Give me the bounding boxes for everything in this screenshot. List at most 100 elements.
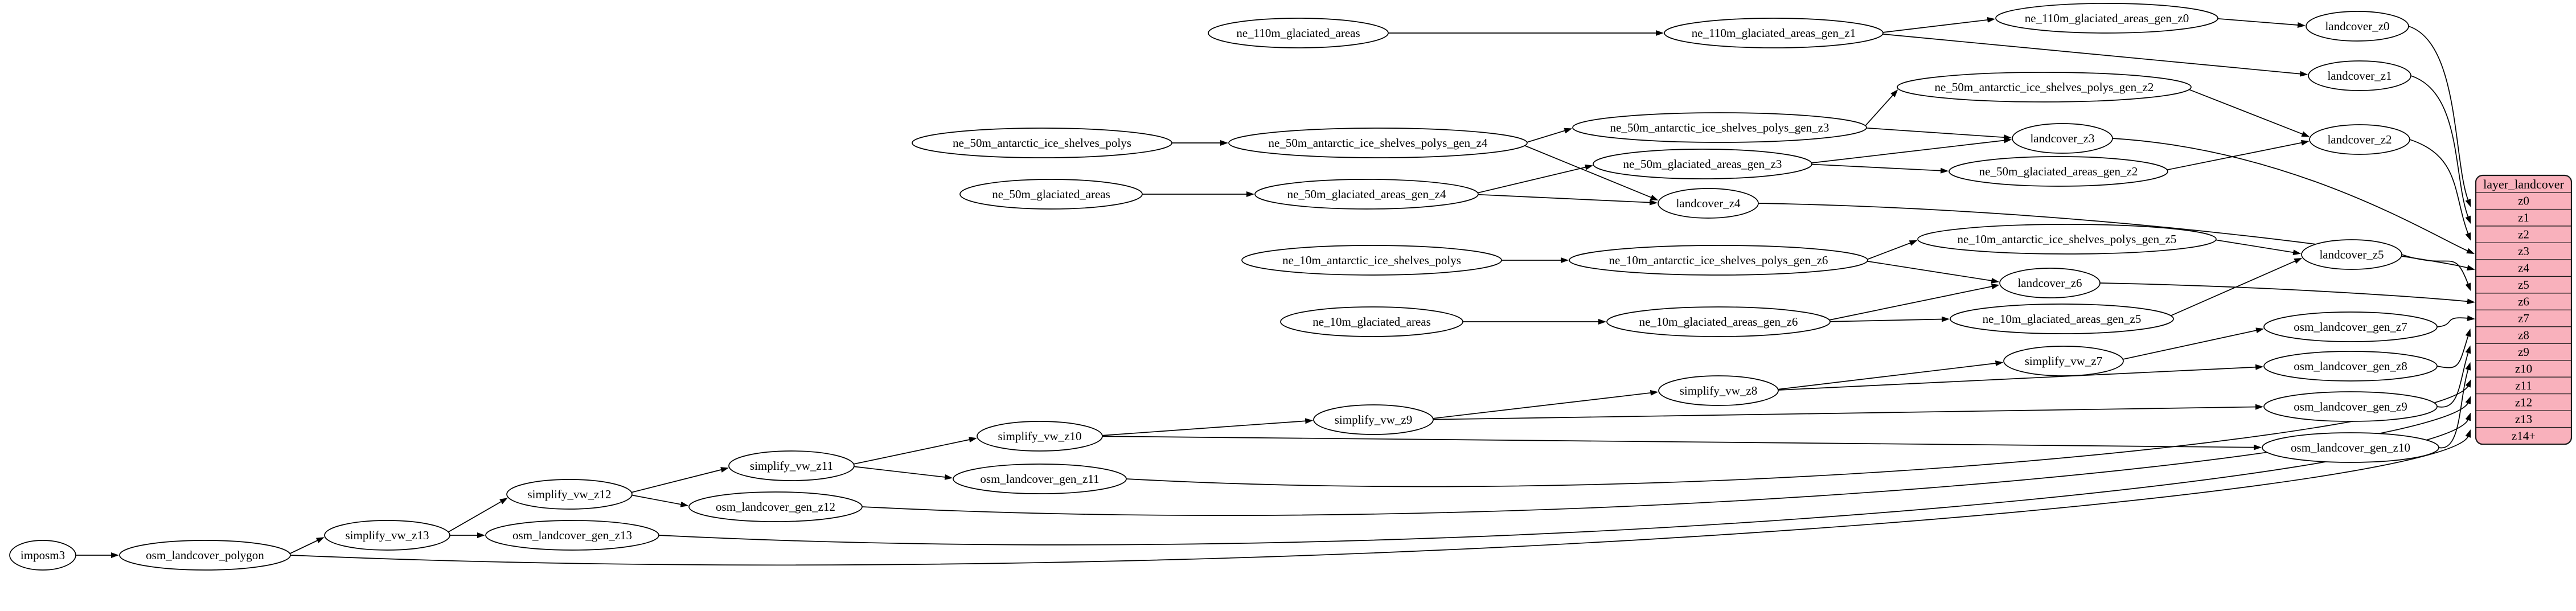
node-label-osm_landcover_gen_z12: osm_landcover_gen_z12 xyxy=(716,500,835,514)
node-label-ne_10m_antarctic_ice_shelves_polys: ne_10m_antarctic_ice_shelves_polys xyxy=(1282,253,1461,267)
edge-simplify_vw_z13-to-simplify_vw_z12 xyxy=(448,498,508,533)
node-ne_10m_antarctic_ice_shelves_polys: ne_10m_antarctic_ice_shelves_polys xyxy=(1241,245,1502,276)
node-ellipse-landcover_z0 xyxy=(2306,11,2409,42)
node-ellipse-ne_110m_glaciated_areas xyxy=(1208,18,1389,48)
node-label-landcover_z2: landcover_z2 xyxy=(2327,133,2392,146)
node-ellipse-landcover_z4 xyxy=(1658,188,1759,219)
table-row-z10: z10 xyxy=(2515,362,2532,375)
node-ellipse-osm_landcover_gen_z11 xyxy=(953,464,1127,494)
edge-ne_110m_glaciated_areas_gen_z1-to-landcover_z1 xyxy=(1882,34,2308,77)
node-landcover_z0: landcover_z0 xyxy=(2306,11,2409,42)
table-row-z5: z5 xyxy=(2518,278,2529,292)
node-ne_50m_antarctic_ice_shelves_polys_gen_z4: ne_50m_antarctic_ice_shelves_polys_gen_z… xyxy=(1228,128,1528,158)
node-label-ne_110m_glaciated_areas_gen_z0: ne_110m_glaciated_areas_gen_z0 xyxy=(2025,11,2189,25)
node-ellipse-osm_landcover_gen_z10 xyxy=(2262,432,2439,463)
edge-ne_50m_glaciated_areas_gen_z2-to-landcover_z2 xyxy=(2167,140,2310,171)
table-row-z11: z11 xyxy=(2515,379,2532,392)
node-ellipse-ne_110m_glaciated_areas_gen_z1 xyxy=(1664,18,1884,48)
node-ellipse-landcover_z5 xyxy=(2301,239,2402,270)
node-label-ne_10m_glaciated_areas: ne_10m_glaciated_areas xyxy=(1312,315,1431,329)
node-ellipse-ne_10m_glaciated_areas_gen_z5 xyxy=(1950,304,2174,334)
node-label-simplify_vw_z10: simplify_vw_z10 xyxy=(998,429,1082,443)
node-ellipse-osm_landcover_gen_z9 xyxy=(2263,391,2438,422)
node-ne_110m_glaciated_areas: ne_110m_glaciated_areas xyxy=(1208,18,1389,48)
edge-osm_landcover_gen_z10-to-row-z10 xyxy=(2438,362,2471,449)
node-label-osm_landcover_polygon: osm_landcover_polygon xyxy=(146,548,264,562)
edge-ne_50m_glaciated_areas_gen_z3-to-ne_50m_glaciated_areas_gen_z2 xyxy=(1811,163,1949,174)
edge-osm_landcover_polygon-to-row-z14+ xyxy=(290,429,2471,566)
edge-ne_10m_glaciated_areas_gen_z6-to-ne_10m_glaciated_areas_gen_z5 xyxy=(1830,316,1950,322)
node-ellipse-ne_50m_glaciated_areas xyxy=(959,179,1143,210)
node-ne_10m_antarctic_ice_shelves_polys_gen_z6: ne_10m_antarctic_ice_shelves_polys_gen_z… xyxy=(1569,245,1868,276)
node-label-ne_50m_antarctic_ice_shelves_polys_gen_z4: ne_50m_antarctic_ice_shelves_polys_gen_z… xyxy=(1269,136,1488,150)
edge-ne_10m_glaciated_areas_gen_z5-to-landcover_z5 xyxy=(2170,258,2303,317)
node-ellipse-ne_110m_glaciated_areas_gen_z0 xyxy=(1995,3,2218,34)
node-ellipse-simplify_vw_z12 xyxy=(506,479,633,510)
table-row-z12: z12 xyxy=(2515,395,2532,409)
node-ellipse-landcover_z2 xyxy=(2309,124,2410,155)
edge-landcover_z2-to-row-z2 xyxy=(2409,139,2471,241)
table-row-z13: z13 xyxy=(2515,412,2532,426)
node-label-ne_10m_glaciated_areas_gen_z5: ne_10m_glaciated_areas_gen_z5 xyxy=(1983,312,2142,326)
node-simplify_vw_z7: simplify_vw_z7 xyxy=(2003,346,2124,376)
node-label-landcover_z1: landcover_z1 xyxy=(2327,69,2392,83)
edge-simplify_vw_z11-to-simplify_vw_z10 xyxy=(854,437,977,465)
edge-ne_50m_glaciated_areas_gen_z4-to-ne_50m_glaciated_areas_gen_z3 xyxy=(1478,164,1593,194)
node-ne_10m_antarctic_ice_shelves_polys_gen_z5: ne_10m_antarctic_ice_shelves_polys_gen_z… xyxy=(1917,224,2217,255)
edge-simplify_vw_z9-to-simplify_vw_z8 xyxy=(1433,389,1659,419)
node-ellipse-ne_10m_antarctic_ice_shelves_polys xyxy=(1241,245,1502,276)
node-label-simplify_vw_z11: simplify_vw_z11 xyxy=(750,459,833,473)
node-ellipse-simplify_vw_z10 xyxy=(977,421,1103,452)
node-landcover_z2: landcover_z2 xyxy=(2309,124,2410,155)
node-osm_landcover_gen_z13: osm_landcover_gen_z13 xyxy=(485,520,659,551)
node-label-ne_50m_antarctic_ice_shelves_polys_gen_z3: ne_50m_antarctic_ice_shelves_polys_gen_z… xyxy=(1610,121,1830,134)
node-label-ne_10m_antarctic_ice_shelves_polys_gen_z6: ne_10m_antarctic_ice_shelves_polys_gen_z… xyxy=(1609,253,1828,267)
node-ellipse-osm_landcover_polygon xyxy=(119,540,291,571)
node-label-ne_50m_glaciated_areas: ne_50m_glaciated_areas xyxy=(992,187,1110,201)
node-label-osm_landcover_gen_z7: osm_landcover_gen_z7 xyxy=(2294,320,2407,334)
node-ellipse-simplify_vw_z9 xyxy=(1313,404,1434,435)
edge-simplify_vw_z7-to-osm_landcover_gen_z7 xyxy=(2123,327,2265,360)
edge-osm_landcover_gen_z13-to-row-z13 xyxy=(658,412,2471,546)
node-label-simplify_vw_z8: simplify_vw_z8 xyxy=(1680,384,1758,397)
node-simplify_vw_z13: simplify_vw_z13 xyxy=(324,520,450,551)
edge-osm_landcover_polygon-to-simplify_vw_z13 xyxy=(289,537,325,554)
node-ne_50m_antarctic_ice_shelves_polys: ne_50m_antarctic_ice_shelves_polys xyxy=(912,128,1172,158)
node-ellipse-ne_50m_antarctic_ice_shelves_polys_gen_z3 xyxy=(1572,112,1867,143)
edge-simplify_vw_z11-to-osm_landcover_gen_z11 xyxy=(854,466,953,480)
node-ellipse-ne_10m_glaciated_areas_gen_z6 xyxy=(1606,306,1831,337)
edge-osm_landcover_gen_z12-to-row-z12 xyxy=(862,396,2471,516)
edge-ne_110m_glaciated_areas_gen_z0-to-landcover_z0 xyxy=(2217,18,2306,28)
node-label-osm_landcover_gen_z9: osm_landcover_gen_z9 xyxy=(2294,400,2407,413)
node-landcover_z4: landcover_z4 xyxy=(1658,188,1759,219)
table-row-z8: z8 xyxy=(2518,328,2529,342)
node-label-ne_110m_glaciated_areas: ne_110m_glaciated_areas xyxy=(1236,26,1360,40)
edge-ne_50m_antarctic_ice_shelves_polys_gen_z3-to-landcover_z3 xyxy=(1866,127,2012,141)
edge-ne_10m_glaciated_areas_gen_z6-to-landcover_z6 xyxy=(1829,284,2000,321)
node-ellipse-simplify_vw_z13 xyxy=(324,520,450,551)
node-label-simplify_vw_z9: simplify_vw_z9 xyxy=(1335,413,1413,427)
edge-simplify_vw_z10-to-simplify_vw_z9 xyxy=(1102,418,1314,436)
node-ellipse-ne_50m_antarctic_ice_shelves_polys_gen_z2 xyxy=(1897,72,2192,102)
node-ellipse-osm_landcover_gen_z7 xyxy=(2263,311,2438,342)
table-row-z3: z3 xyxy=(2518,244,2529,258)
edge-ne_10m_antarctic_ice_shelves_polys_gen_z6-to-ne_10m_antarctic_ice_shelves_polys_gen_z5 xyxy=(1867,240,1918,260)
edge-osm_landcover_gen_z7-to-row-z7 xyxy=(2436,315,2475,327)
node-ellipse-ne_10m_antarctic_ice_shelves_polys_gen_z5 xyxy=(1917,224,2217,255)
node-ellipse-simplify_vw_z8 xyxy=(1658,375,1779,406)
edge-ne_50m_glaciated_areas_gen_z3-to-landcover_z3 xyxy=(1811,137,2012,163)
edge-simplify_vw_z8-to-simplify_vw_z7 xyxy=(1778,360,2004,390)
node-osm_landcover_gen_z11: osm_landcover_gen_z11 xyxy=(953,464,1127,494)
node-ne_110m_glaciated_areas_gen_z0: ne_110m_glaciated_areas_gen_z0 xyxy=(1995,3,2218,34)
table-row-z1: z1 xyxy=(2518,211,2529,224)
edge-landcover_z1-to-row-z1 xyxy=(2410,75,2471,224)
node-label-osm_landcover_gen_z8: osm_landcover_gen_z8 xyxy=(2294,359,2407,373)
node-ellipse-simplify_vw_z7 xyxy=(2003,346,2124,376)
node-label-ne_50m_glaciated_areas_gen_z2: ne_50m_glaciated_areas_gen_z2 xyxy=(1979,165,2138,178)
node-ellipse-osm_landcover_gen_z13 xyxy=(485,520,659,551)
node-osm_landcover_gen_z9: osm_landcover_gen_z9 xyxy=(2263,391,2438,422)
node-simplify_vw_z10: simplify_vw_z10 xyxy=(977,421,1103,452)
node-label-osm_landcover_gen_z13: osm_landcover_gen_z13 xyxy=(512,528,632,542)
node-ne_10m_glaciated_areas_gen_z5: ne_10m_glaciated_areas_gen_z5 xyxy=(1950,304,2174,334)
node-ne_10m_glaciated_areas: ne_10m_glaciated_areas xyxy=(1280,306,1463,337)
